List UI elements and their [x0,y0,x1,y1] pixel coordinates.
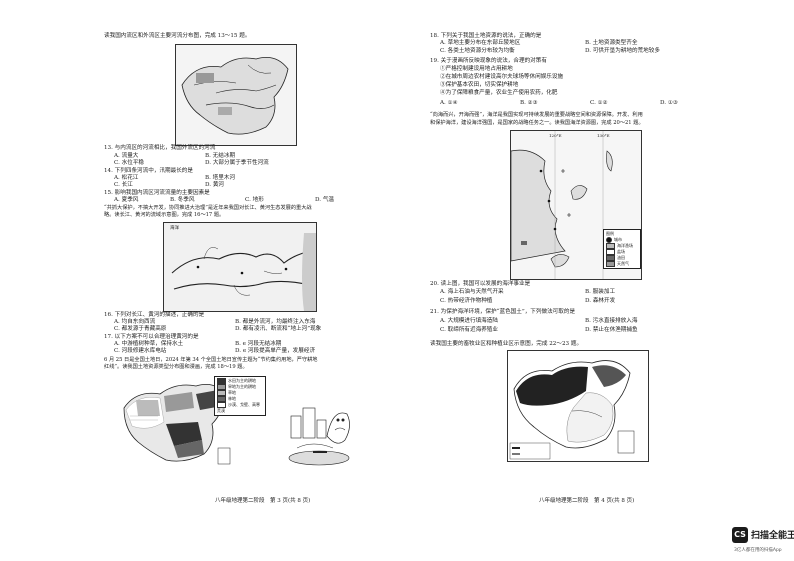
land-cartoon [283,378,355,468]
statement-19-1: ①严格控制建设用地占用耕地 [440,66,513,72]
statement-19-2: ②在城市周边农村建设高尔夫球场等休闲娱乐设施 [440,74,564,80]
option-18a: A. 草地主要分布在东部丘陵地区 [440,40,521,46]
option-21c: C. 取缔所有近海养殖业 [440,327,498,333]
camscanner-subtitle: 3亿人都在用的扫描App [734,548,782,553]
marine-resources-map: 120°E 130°E 图例 城市 海洋渔场 盐场 油田 天然气 [510,130,642,280]
option-20a: A. 海上石油与天然气开采 [440,289,504,295]
longitude-120e: 120°E [549,133,562,138]
statement-19-3: ③保护基本农田，切实保护耕地 [440,82,519,88]
question-19: 19. 关于漫画所反映现象的说法，合理的对策有 [430,58,547,64]
option-17b: B. e 河段无结冰期 [235,341,282,347]
option-13a: A. 流量大 [114,153,139,159]
option-14d: D. 黄河 [205,182,225,188]
option-17d: D. e 河段提高单产量，发展经济 [235,348,316,354]
question-14: 14. 下列四条河流中，汛期最长的是 [104,168,193,174]
option-18c: C. 各类土地资源分布较为均衡 [440,48,515,54]
option-21a: A. 大规模进行填海造陆 [440,318,498,324]
option-21b: B. 污水直接排放入海 [585,318,638,324]
option-17c: C. 河段修建水库电站 [114,348,167,354]
option-15b: B. 冬季风 [170,197,195,203]
question-16: 16. 下列对长江、黄河的描述，正确的是 [104,312,205,318]
question-21: 21. 为保护海洋环境，保护“蓝色国土”，下列做法可取的是 [430,309,576,315]
option-16c: C. 都发源于青藏高原 [114,326,167,332]
option-14b: B. 塔里木河 [205,175,236,181]
intro-16-17-line1: “共抓大保护，不搞大开发，协同推进大治理”是近年来我国对长江、黄河生态发展的重大… [104,205,312,211]
intro-18-19-line2: 红线”。读我国土地资源类型分布图和漫画，完成 18～19 题。 [104,364,248,370]
option-13b: B. 无结冰期 [205,153,236,159]
option-21d: D. 禁止在休渔期捕鱼 [585,327,638,333]
intro-16-17-line2: 略。读长江、黄河的流域示意图，完成 16～17 题。 [104,212,225,218]
page-4: 18. 下列关于我国土地资源的说法，正确的是 A. 草地主要分布在东部丘陵地区 … [397,0,794,561]
option-14c: C. 长江 [114,182,133,188]
statement-19-4: ④为了保障粮食产量，农业生产使用农药，化肥 [440,90,558,96]
option-19a: A. ①④ [440,100,458,106]
page-3-footer: 八年级地理第二阶段 第 3 页(共 8 页) [215,498,311,504]
longitude-130e: 130°E [597,133,610,138]
option-19c: C. ①② [590,100,608,106]
yangtze-yellow-river-map: 海洋 [163,222,317,312]
option-19d: D. ①③ [660,100,678,106]
agriculture-regions-map [507,350,649,462]
marine-map-legend: 图例 城市 海洋渔场 盐场 油田 天然气 [603,229,641,269]
option-15a: A. 夏季风 [114,197,139,203]
question-15: 15. 影响我国内流区河流流量的主要因素是 [104,190,210,196]
page-3: 读我国内流区和外流区主要河流分布图，完成 13～15 题。 13. 与内流区的河… [104,33,355,504]
intro-13-15: 读我国内流区和外流区主要河流分布图，完成 13～15 题。 [104,33,251,39]
question-18: 18. 下列关于我国土地资源的说法，正确的是 [430,33,542,39]
intro-20-21-line2: 和保护海洋，建设海洋强国，是国家的战略任务之一。读我国海洋资源图，完成 20～2… [430,120,644,126]
option-20d: D. 森林开发 [585,298,616,304]
option-13c: C. 水位平稳 [114,160,145,166]
question-20: 20. 读上图，我国可以发展的海洋事业是 [430,281,531,287]
camscanner-title: 扫描全能王 [751,531,794,541]
land-resources-map: 水田为主的耕地 旱地为主的耕地 草地 林地 沙漠、戈壁、高寒荒漠 [118,376,266,468]
option-15c: C. 地形 [245,197,264,203]
page-4-footer: 八年级地理第二阶段 第 4 页(共 8 页) [539,498,635,504]
option-15d: D. 气温 [315,197,335,203]
option-18b: B. 土地资源类型齐全 [585,40,638,46]
intro-22-23: 读我国主要的畜牧业区和种植业区示意图，完成 22～23 题。 [430,341,583,347]
map-ocean-label: 海洋 [170,226,179,231]
option-20b: B. 服装加工 [585,289,616,295]
option-16a: A. 均自东向西流 [114,319,156,325]
option-19b: B. ②③ [520,100,538,106]
option-20c: C. 热带经济作物种植 [440,298,493,304]
option-17a: A. 中游植树种草，保持水土 [114,341,184,347]
china-rivers-map [175,44,297,146]
camscanner-logo: CS [732,527,748,543]
question-13: 13. 与内流区的河流相比，我国外流区的河流 [104,145,216,151]
intro-20-21-line1: “向海而兴，开海而强”，海洋是我国实现可持续发展的重要战略空间和资源保障。开发、… [430,112,643,118]
question-17: 17. 以下方案不可以合理治理黄河的是 [104,334,199,340]
land-map-legend: 水田为主的耕地 旱地为主的耕地 草地 林地 沙漠、戈壁、高寒荒漠 [214,376,266,416]
option-14a: A. 松花江 [114,175,139,181]
option-18d: D. 可供开垦为耕地的荒地较多 [585,48,660,54]
option-16b: B. 都是外流河，均最终注入东海 [235,319,316,325]
option-16d: D. 都有凌汛、断流和“地上河”现象 [235,326,322,332]
intro-18-19-line1: 6 月 25 日是全国土地日，2024 年第 34 个全国土地日宣传主题为“节约… [104,357,318,363]
option-13d: D. 大部分属于季节性河流 [205,160,269,166]
